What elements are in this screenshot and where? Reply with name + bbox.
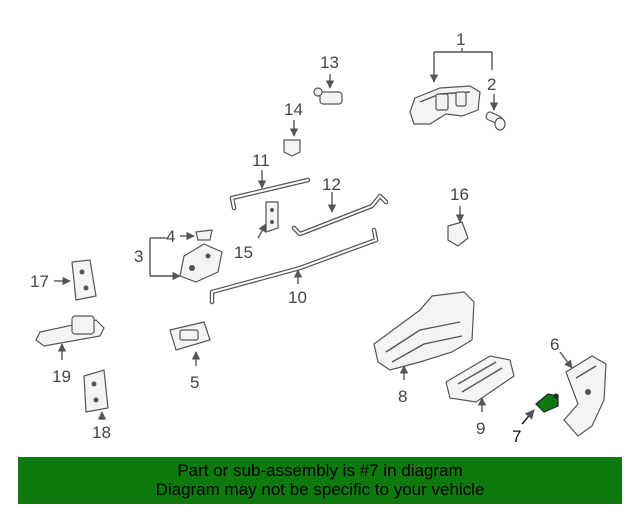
callout-1: 1 <box>456 30 465 49</box>
part-19-check-arm[interactable] <box>35 315 105 347</box>
callout-9: 9 <box>476 419 485 438</box>
part-12-rod[interactable] <box>291 193 389 237</box>
callout-3: 3 <box>134 247 143 266</box>
part-6-door-latch[interactable] <box>563 355 607 437</box>
callout-16: 16 <box>450 185 469 204</box>
part-7-highlighted[interactable] <box>535 393 559 413</box>
part-9-lock-actuator[interactable] <box>445 355 515 403</box>
callout-2: 2 <box>487 75 496 94</box>
part-10-rod[interactable] <box>209 227 379 305</box>
part-8-regulator-panel[interactable] <box>373 291 475 371</box>
part-15-bracket[interactable] <box>265 201 279 233</box>
callout-10: 10 <box>288 288 307 307</box>
part-11-rod[interactable] <box>229 177 311 211</box>
part-13-clip[interactable] <box>313 87 343 105</box>
callout-5: 5 <box>190 373 199 392</box>
callout-17: 17 <box>30 272 49 291</box>
part-18-hinge[interactable] <box>83 369 109 413</box>
part-3-inside-handle-assembly[interactable] <box>179 243 223 283</box>
info-banner: Part or sub-assembly is #7 in diagram Di… <box>18 457 622 504</box>
callout-18: 18 <box>92 423 111 442</box>
part-14-clip[interactable] <box>283 139 301 157</box>
banner-line-2: Diagram may not be specific to your vehi… <box>155 480 485 499</box>
callout-14: 14 <box>284 100 303 119</box>
part-4-clip[interactable] <box>195 229 213 241</box>
part-17-hinge[interactable] <box>71 259 97 301</box>
callout-8: 8 <box>398 387 407 406</box>
callout-19: 19 <box>52 367 71 386</box>
part-2-key-cylinder[interactable] <box>485 111 506 131</box>
callout-15: 15 <box>234 243 253 262</box>
part-16-bracket[interactable] <box>447 221 469 247</box>
part-5-handle-bezel[interactable] <box>169 321 211 351</box>
callout-4: 4 <box>166 227 175 246</box>
banner-line-1: Part or sub-assembly is #7 in diagram <box>177 461 463 480</box>
callout-12: 12 <box>322 175 341 194</box>
callout-11: 11 <box>252 151 270 170</box>
callout-13: 13 <box>320 53 339 72</box>
part-1-outside-handle[interactable] <box>409 85 481 125</box>
callout-6: 6 <box>550 335 559 354</box>
callout-7: 7 <box>512 427 521 446</box>
